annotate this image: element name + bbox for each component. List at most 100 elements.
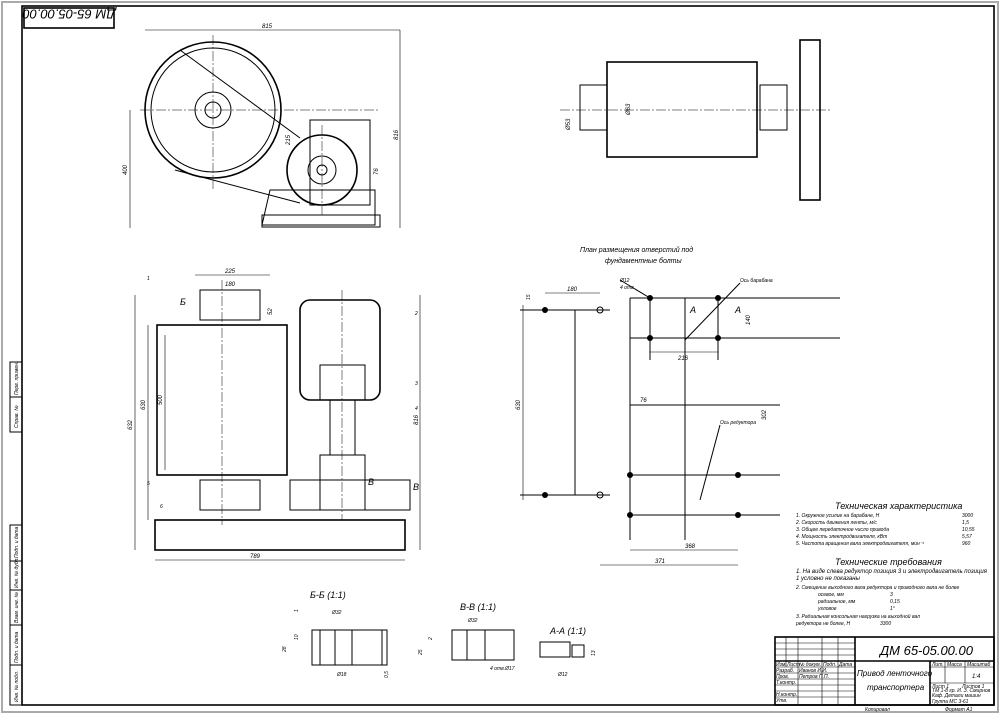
title-block-organization: ТМ 1-8 гр. И. З. Смирнов Каф. Детали маш… [932, 688, 993, 705]
svg-text:угловое: угловое [817, 606, 837, 612]
svg-text:Масштаб: Масштаб [967, 662, 991, 668]
svg-text:Подп. и дата: Подп. и дата [14, 631, 20, 663]
svg-text:4. Мощность электродвигателя,: 4. Мощность электродвигателя, кВт [796, 534, 887, 540]
section-vv: В-В (1:1) Ø32 2 25 4 отв.Ø17 [418, 602, 515, 672]
svg-text:Подп. и дата: Подп. и дата [14, 526, 20, 558]
svg-text:500: 500 [158, 394, 164, 405]
svg-text:Ø12: Ø12 [619, 278, 630, 284]
svg-text:Масса: Масса [947, 662, 962, 668]
svg-text:225: 225 [224, 269, 236, 275]
svg-text:5,57: 5,57 [962, 534, 972, 540]
svg-text:Инв. № подл.: Инв. № подл. [14, 671, 20, 702]
svg-text:632: 632 [128, 419, 134, 430]
svg-text:1°: 1° [890, 606, 895, 612]
svg-text:15: 15 [526, 294, 532, 300]
svg-text:28: 28 [282, 646, 288, 653]
svg-text:Б: Б [180, 297, 186, 307]
svg-text:3. Радиальная консольная нагру: 3. Радиальная консольная нагрузка на вых… [796, 613, 920, 620]
svg-text:редуктора не более, Н: редуктора не более, Н [795, 621, 851, 627]
sheet-frame [21, 5, 995, 706]
svg-text:Ось редуктора: Ось редуктора [720, 420, 756, 426]
svg-text:Пров.: Пров. [776, 674, 789, 680]
svg-text:302: 302 [762, 409, 768, 420]
copied-label: Копировал [865, 707, 890, 713]
svg-text:В: В [413, 482, 419, 492]
svg-text:5: 5 [147, 481, 150, 487]
svg-text:3. Общее передаточное число пр: 3. Общее передаточное число привода [796, 527, 889, 533]
svg-text:осевое, мм: осевое, мм [818, 592, 844, 598]
org-line-1: ТМ 1-8 гр. И. З. Смирнов [932, 688, 991, 694]
svg-text:ДМ 65-05.00.00: ДМ 65-05.00.00 [22, 7, 118, 22]
svg-text:630: 630 [141, 399, 147, 410]
svg-text:радиальное, мм: радиальное, мм [817, 599, 856, 605]
svg-text:Б-Б (1:1): Б-Б (1:1) [310, 590, 346, 600]
svg-text:2: 2 [414, 311, 418, 317]
bolt-hole-plan: План размещения отверстий под фундаментн… [516, 246, 840, 566]
svg-text:Подп.: Подп. [823, 662, 836, 668]
org-line-2: Каф. Детали машин [932, 693, 981, 700]
svg-text:Ø63: Ø63 [626, 103, 632, 116]
svg-text:Ось барабана: Ось барабана [740, 278, 773, 284]
svg-text:Утв.: Утв. [776, 698, 787, 704]
svg-text:Ø32: Ø32 [467, 618, 478, 624]
svg-text:Н.контр.: Н.контр. [776, 692, 797, 698]
svg-text:Листов 1: Листов 1 [961, 684, 985, 690]
svg-text:1:4: 1:4 [972, 674, 981, 680]
svg-text:Технические требования: Технические требования [835, 557, 942, 567]
svg-text:0,5: 0,5 [384, 671, 390, 678]
svg-text:2. Смещение выходного вала ред: 2. Смещение выходного вала редуктора и п… [795, 585, 960, 591]
svg-text:A: A [689, 305, 696, 315]
svg-text:815: 815 [262, 24, 273, 30]
svg-text:180: 180 [225, 282, 236, 288]
side-stamps: Перв. примен. Справ. № Подп. и дата Инв.… [9, 361, 23, 706]
svg-text:1: 1 [294, 609, 300, 612]
svg-text:140: 140 [746, 314, 752, 325]
title-block: Изм. Лист № докум. Подп. Дата Разраб. Ив… [774, 636, 995, 706]
svg-text:76: 76 [374, 168, 380, 175]
svg-text:4 отв.Ø17: 4 отв.Ø17 [490, 666, 515, 672]
section-aa: А-А (1:1) Ø12 13 [539, 626, 597, 678]
svg-text:Разраб.: Разраб. [776, 668, 794, 674]
svg-text:180: 180 [567, 287, 578, 293]
svg-text:Ø53: Ø53 [566, 118, 572, 131]
svg-text:Привод ленточного: Привод ленточного [857, 669, 933, 678]
svg-text:10: 10 [294, 634, 300, 640]
svg-text:транспортера: транспортера [867, 683, 925, 692]
svg-text:Лит.: Лит. [931, 662, 944, 668]
svg-text:Т.контр.: Т.контр. [776, 680, 796, 686]
format-label: Формат А1 [945, 707, 973, 713]
svg-text:В: В [368, 477, 374, 487]
svg-text:Ø12: Ø12 [557, 672, 568, 678]
tech-req-line1: 1. На виде слева редуктор позиция 3 и эл… [796, 569, 987, 582]
svg-text:В-В (1:1): В-В (1:1) [460, 602, 496, 612]
svg-text:3: 3 [415, 381, 418, 387]
view-front-assembly: 225 180 52 632 630 500 816 789 1 2 3 4 5… [128, 269, 421, 561]
svg-text:№ докум.: № докум. [799, 662, 821, 668]
svg-text:630: 630 [516, 399, 522, 410]
svg-text:10,55: 10,55 [962, 527, 975, 533]
svg-text:1. Окружное усилие на барабане: 1. Окружное усилие на барабане, Н [796, 513, 880, 519]
svg-text:960: 960 [962, 541, 971, 547]
svg-text:Справ. №: Справ. № [14, 405, 20, 428]
section-bb: Б-Б (1:1) Ø32 1 10 28 Ø18 0,5 [282, 590, 390, 678]
svg-text:ДМ 65-05.00.00: ДМ 65-05.00.00 [878, 643, 974, 658]
svg-text:25: 25 [418, 649, 424, 656]
view-side-drum: Ø53 Ø63 [560, 39, 830, 201]
view-top-belt-drive: 815 400 816 215 76 [123, 24, 401, 228]
svg-text:Ø32: Ø32 [331, 610, 342, 616]
svg-text:Ø18: Ø18 [336, 672, 347, 678]
svg-text:789: 789 [250, 554, 261, 560]
svg-text:А-А (1:1): А-А (1:1) [549, 626, 586, 636]
svg-text:Техническая характеристика: Техническая характеристика [835, 501, 962, 511]
svg-text:4: 4 [415, 406, 418, 412]
tech-requirements: Технические требования 2. Смещение выход… [795, 557, 960, 627]
svg-text:План размещения отверстий под: План размещения отверстий под [580, 246, 693, 254]
svg-text:2. Скорость движения ленты, м/: 2. Скорость движения ленты, м/с [795, 520, 877, 526]
svg-text:4 отв.: 4 отв. [620, 285, 635, 291]
svg-text:13: 13 [591, 650, 597, 656]
svg-text:3000: 3000 [962, 513, 973, 519]
designation-stamp: ДМ 65-05.00.00 [22, 7, 118, 29]
svg-text:3: 3 [890, 592, 893, 598]
svg-text:1,5: 1,5 [962, 520, 969, 526]
